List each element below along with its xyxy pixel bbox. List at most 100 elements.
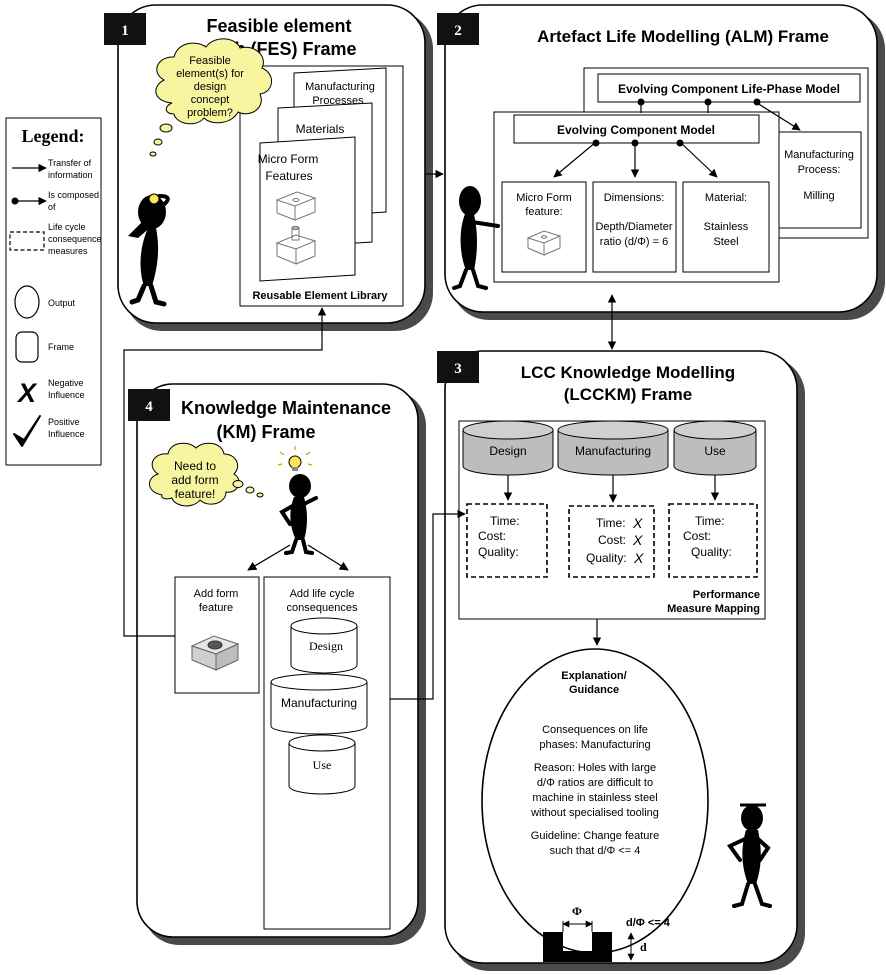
frame-3-number-box [437, 351, 479, 383]
km-thought-bubble [149, 442, 240, 507]
fes-thought-line-4: concept [191, 94, 230, 106]
pointing-person-icon [452, 186, 500, 290]
explanation-title-line-2: Guidance [569, 684, 619, 696]
legend-lifecycle-dashed-icon [9, 231, 45, 251]
use-time-label: Time: [695, 514, 725, 528]
explanation-line: Consequences on life [542, 724, 648, 736]
legend-lifecycle-line-1: Life cycle [48, 222, 86, 232]
mfg-quality-negative-icon: X [633, 550, 644, 566]
material-line-3: Steel [713, 236, 738, 248]
use-db: Use [673, 420, 757, 476]
legend-lifecycle-line-2: consequence [48, 234, 102, 244]
manufacturing-measures-box [568, 505, 655, 578]
micro-form-feature-icon [526, 230, 562, 256]
micro-form-line-2: feature: [525, 206, 562, 218]
legend-positive-check-icon [13, 415, 41, 447]
use-quality-label: Quality: [691, 545, 732, 559]
legend-transfer-line-2: information [48, 170, 93, 180]
km-manufacturing-db: Manufacturing [270, 673, 368, 735]
frame-2-number-box [437, 13, 479, 45]
mapping-label-line-1: Performance [693, 589, 760, 601]
frame-2-number: 2 [454, 23, 462, 39]
library-label: Reusable Element Library [252, 290, 388, 302]
fes-thought-line-2: element(s) for [176, 68, 244, 80]
km-to-lcckm-arrow [390, 509, 466, 700]
thinking-person-icon [128, 193, 170, 307]
life-phase-model-header [597, 73, 861, 103]
composition-dots [592, 98, 761, 147]
material-line-2: Stainless [704, 221, 749, 233]
legend-composed-line-2: of [48, 202, 56, 212]
frame-1-fes: 1 Feasible element search (FES) Frame Re… [104, 4, 433, 331]
life-phase-model-label: Evolving Component Life-Phase Model [618, 82, 840, 96]
use-cost-label: Cost: [683, 529, 711, 543]
material-line-1: Material: [705, 192, 747, 204]
thought-dot [256, 492, 264, 498]
km-thought-line-2: add form [171, 473, 218, 487]
explanation-line: Guideline: Change feature [531, 830, 659, 842]
box-feature-icon [275, 191, 317, 221]
thought-dot [245, 486, 255, 494]
km-branch-arrows [247, 544, 349, 571]
legend-negative-line-1: Negative [48, 378, 84, 388]
km-design-db: Design [290, 617, 358, 674]
frame-4-number-box [128, 389, 170, 421]
legend-output-ellipse-icon [14, 285, 40, 319]
card-front-line-1: Micro Form [258, 152, 319, 166]
design-measures-box [466, 503, 548, 578]
phi-label: Φ [572, 904, 582, 918]
legend-frame-icon [15, 331, 39, 363]
micro-form-line-1: Micro Form [516, 192, 572, 204]
d-label: d [640, 940, 647, 954]
mfg-quality-label: Quality: [586, 551, 627, 565]
design-cost-label: Cost: [478, 529, 506, 543]
frame-2-title: Artefact Life Modelling (ALM) Frame [537, 27, 829, 46]
add-form-line-1: Add form [194, 588, 239, 600]
frame-2-alm: 2 Artefact Life Modelling (ALM) Frame Ev… [437, 4, 885, 320]
frame-4-number: 4 [145, 399, 153, 415]
legend-output-label: Output [48, 298, 76, 308]
knowledge-engineer-person-icon [279, 474, 318, 555]
dimensions-box [592, 181, 677, 273]
legend-positive-line-1: Positive [48, 417, 80, 427]
legend-negative-x-icon: X [16, 378, 38, 408]
frame-1-title-line-1: Feasible element [206, 16, 351, 36]
card-back-line-1: Manufacturing [305, 81, 375, 93]
explanation-title-line-1: Explanation/ [561, 670, 626, 682]
use-db-label: Use [704, 444, 726, 458]
mfg-process-line-3: Milling [803, 190, 834, 202]
frame-3-title-line-2: (LCCKM) Frame [564, 385, 692, 404]
add-lifecycle-line-2: consequences [287, 602, 358, 614]
frame-3-number: 3 [454, 361, 462, 377]
km-manufacturing-db-label: Manufacturing [281, 696, 357, 710]
legend-negative-line-2: Influence [48, 390, 85, 400]
micro-form-feature-box [501, 181, 587, 273]
mfg-time-negative-icon: X [632, 515, 643, 531]
dimensions-line-1: Dimensions: [604, 192, 665, 204]
thought-dot [159, 123, 173, 133]
mfg-process-line-1: Manufacturing [784, 149, 854, 161]
fes-thought-line-1: Feasible [189, 55, 231, 67]
thought-dot [153, 138, 163, 146]
frame-1-number: 1 [121, 23, 129, 39]
fes-thought-line-5: problem? [187, 107, 233, 119]
material-box [682, 181, 770, 273]
lightbulb-icon [148, 193, 160, 205]
frame-1-number-box [104, 13, 146, 45]
legend-frame-label: Frame [48, 342, 74, 352]
explanation-line: Reason: Holes with large [534, 762, 656, 774]
km-design-db-label: Design [309, 639, 343, 653]
manufacturing-db: Manufacturing [557, 420, 669, 476]
mapping-label-line-2: Measure Mapping [667, 603, 760, 615]
cylinder-boss-feature-icon [275, 225, 317, 265]
manufacturing-db-label: Manufacturing [575, 444, 651, 458]
legend: Legend: Transfer of information Is compo… [5, 117, 102, 466]
legend-title: Legend: [22, 126, 85, 146]
use-measures-box [668, 503, 758, 578]
add-lifecycle-line-1: Add life cycle [290, 588, 355, 600]
frame-4-title-line-2: (KM) Frame [216, 422, 315, 442]
frame-4-title-line-1: Knowledge Maintenance [181, 398, 391, 418]
dimensions-line-3: ratio (d/Φ) = 6 [600, 236, 668, 248]
